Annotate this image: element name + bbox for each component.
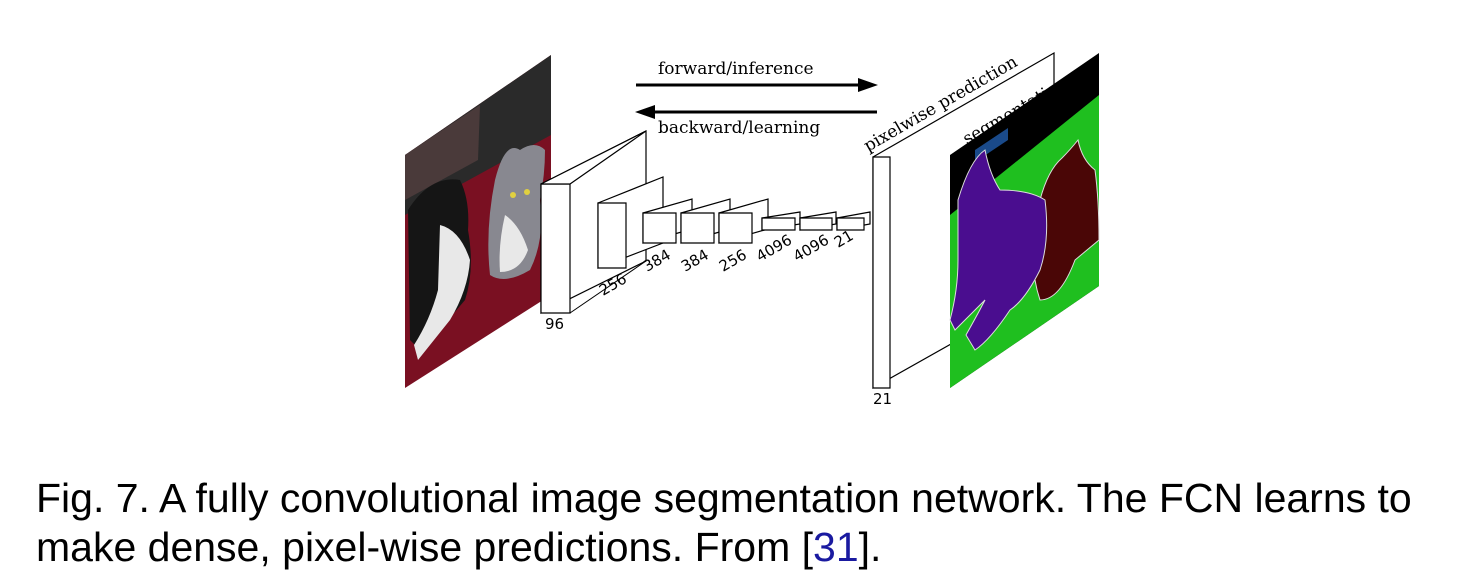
layer-box-21: [836, 211, 871, 231]
layer-box-256b: [718, 198, 769, 244]
layer-box-256: [597, 176, 664, 269]
layer-label-96: 96: [545, 315, 564, 333]
layer-label-4096a: 4096: [753, 231, 795, 266]
layer-box-4096a: [761, 211, 801, 231]
citation-link[interactable]: 31: [813, 524, 859, 570]
layer-label-4096b: 4096: [790, 231, 832, 266]
layer-box-384a: [642, 198, 693, 244]
segmentation-gt-image: [949, 53, 1100, 388]
backward-arrow: [635, 105, 877, 119]
layer-box-384b: [680, 198, 731, 244]
output-label-21: 21: [873, 390, 892, 408]
caption-text: Fig. 7. A fully convolutional image segm…: [36, 475, 1412, 570]
figure-caption: Fig. 7. A fully convolutional image segm…: [36, 474, 1476, 572]
input-photo: [405, 55, 551, 388]
fcn-diagram: 96 256 384 384 256 4096 4096 21 21 forwa…: [405, 51, 1100, 408]
caption-suffix: ].: [858, 524, 882, 570]
layer-label-256b: 256: [716, 246, 750, 276]
forward-arrow: [636, 78, 878, 92]
forward-label: forward/inference: [658, 59, 814, 79]
layer-label-384b: 384: [678, 246, 712, 276]
backward-label: backward/learning: [658, 118, 820, 138]
layer-box-4096b: [799, 211, 837, 231]
